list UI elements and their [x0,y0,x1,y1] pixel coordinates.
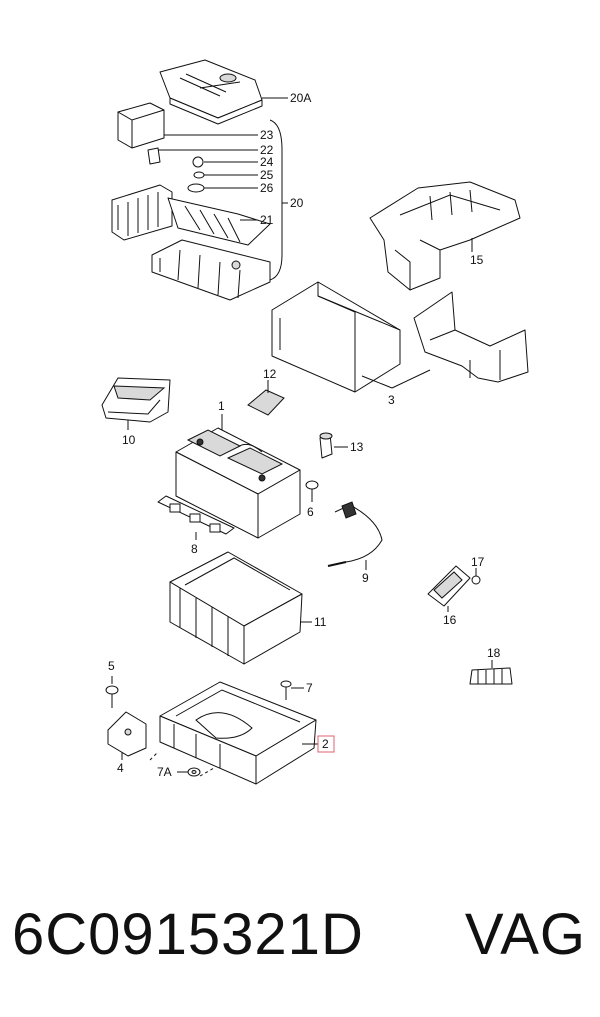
callout-9: 9 [362,571,369,585]
callout-4: 4 [117,761,124,775]
fuse-carrier-part [167,197,271,246]
callout-20A: 20A [290,91,311,105]
callout-18: 18 [487,646,501,660]
callout-22: 22 [260,143,274,157]
screw-part [471,575,481,585]
battery-part [175,427,301,539]
fuse-part [427,565,471,607]
nut-7A-part [187,767,201,777]
cable-channel-part [157,495,235,535]
callout-7A: 7A [157,765,172,779]
callout-2-box [317,735,335,753]
callout-26: 26 [260,181,274,195]
part-number: 6C0915321D [12,902,364,967]
battery-tray-lower-part [159,681,317,785]
battery-side-cover-part [413,291,529,383]
callout-10: 10 [122,433,136,447]
fuse-box-base-part [151,239,271,301]
callout-11: 11 [314,615,327,629]
callout-15: 15 [470,253,484,267]
clamp-plate-part [107,711,147,757]
fuse-relay-part [117,102,165,165]
callout-16: 16 [443,613,457,627]
terminal-clamp-part [469,667,513,685]
callout-7: 7 [306,681,313,695]
bolt-part [305,480,319,496]
nut-washer-parts [187,156,205,193]
battery-cable-part [327,501,383,567]
callout-13: 13 [350,440,364,454]
callout-17: 17 [471,555,485,569]
hex-bolt-part [105,685,119,708]
vent-plug-part [319,432,333,459]
callout-2: 2 [322,737,329,751]
callout-6: 6 [307,505,314,519]
callout-3: 3 [388,393,395,407]
callout-1: 1 [218,399,225,413]
callout-23: 23 [260,128,274,142]
fuse-cap-part [101,377,171,423]
brand-name: VAG [464,902,586,967]
insulation-mat-part [271,281,401,393]
callout-21: 21 [260,213,274,227]
fuse-box-cover-part [159,59,263,125]
callout-8: 8 [191,542,198,556]
callout-5: 5 [108,659,115,673]
pole-cover-part [247,389,285,416]
battery-tray-upper-part [169,551,303,665]
callout-25: 25 [260,168,274,182]
exploded-parts-diagram: 20A 23 22 24 25 26 21 20 15 [101,59,529,785]
screw-7-part [280,680,292,700]
footer: 6C0915321D VAG [0,895,600,975]
battery-bracket-part [369,181,521,291]
fuse-holder-part [111,184,173,241]
callout-12: 12 [263,367,277,381]
callout-20: 20 [290,196,304,210]
callout-24: 24 [260,155,274,169]
